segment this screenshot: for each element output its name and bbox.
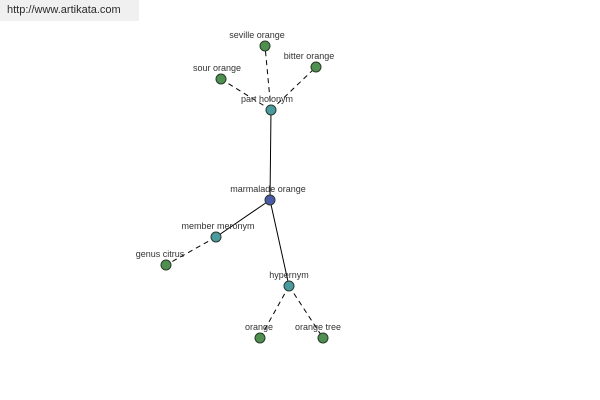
- node-term-orange[interactable]: [254, 332, 266, 344]
- node-term-seville-orange[interactable]: [259, 40, 271, 52]
- label-center: marmalade orange: [230, 184, 306, 194]
- label-term-genus-citrus: genus citrus: [136, 249, 185, 259]
- node-relation-member-meronym[interactable]: [210, 231, 222, 243]
- label-term-sour-orange: sour orange: [193, 63, 241, 73]
- label-term-bitter-orange: bitter orange: [284, 51, 335, 61]
- label-term-orange: orange: [245, 322, 273, 332]
- edge-hypernym-orange-tree: [288, 285, 324, 339]
- edge-center-member-meronym: [215, 199, 271, 238]
- node-term-bitter-orange[interactable]: [310, 61, 322, 73]
- edge-center-hypernym: [269, 199, 290, 287]
- label-relation-hypernym: hypernym: [269, 270, 309, 280]
- edge-hypernym-orange: [259, 285, 290, 339]
- edge-part-holonym-seville-orange: [264, 45, 272, 111]
- node-term-genus-citrus[interactable]: [160, 259, 172, 271]
- node-relation-part-holonym[interactable]: [265, 104, 277, 116]
- label-relation-part-holonym: part holonym: [241, 94, 293, 104]
- node-center[interactable]: [264, 194, 276, 206]
- edge-part-holonym-bitter-orange: [270, 66, 317, 111]
- node-term-orange-tree[interactable]: [317, 332, 329, 344]
- label-relation-member-meronym: member meronym: [181, 221, 254, 231]
- label-term-orange-tree: orange tree: [295, 322, 341, 332]
- edge-member-meronym-genus-citrus: [165, 236, 217, 266]
- edge-center-part-holonym: [269, 109, 272, 201]
- node-relation-hypernym[interactable]: [283, 280, 295, 292]
- edge-part-holonym-sour-orange: [220, 78, 272, 111]
- node-term-sour-orange[interactable]: [215, 73, 227, 85]
- label-term-seville-orange: seville orange: [229, 30, 285, 40]
- source-url-link[interactable]: http://www.artikata.com: [0, 0, 139, 21]
